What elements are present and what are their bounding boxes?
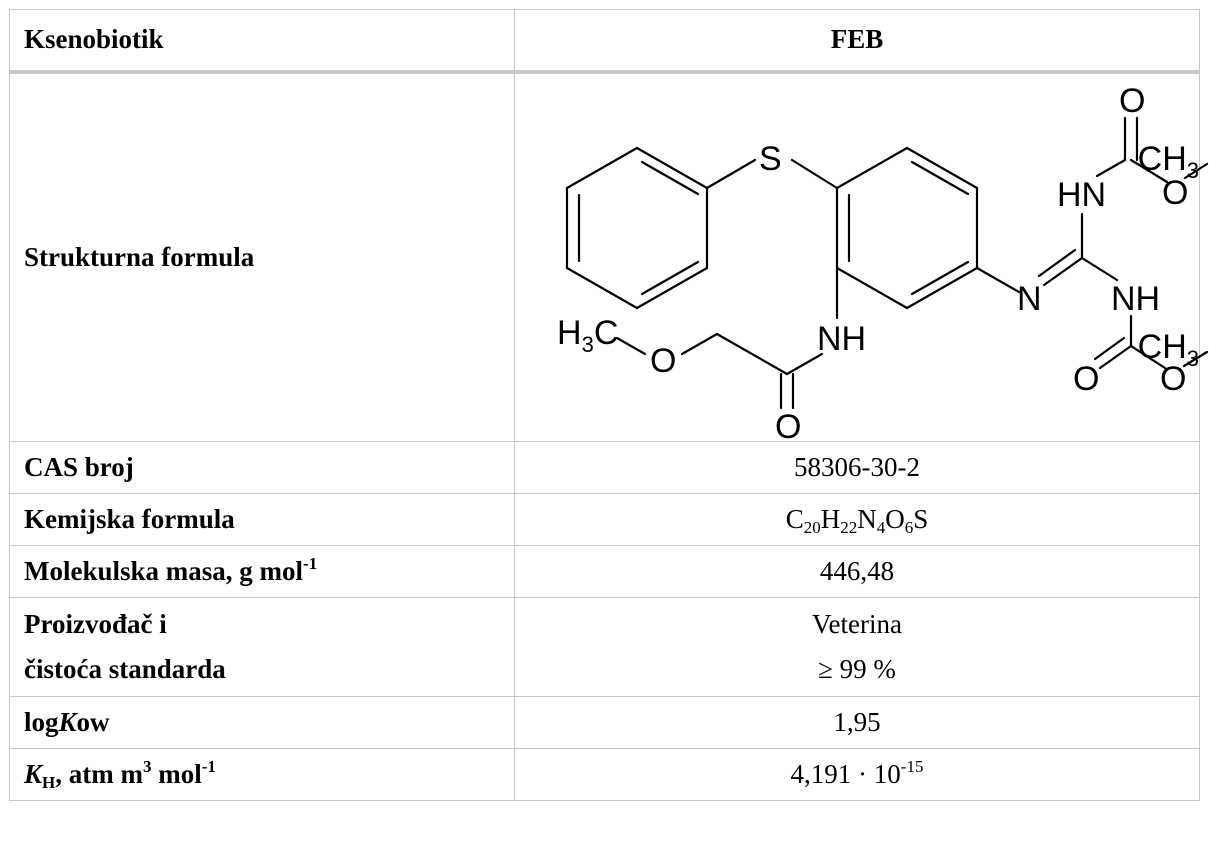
bond-hn-c	[1095, 158, 1127, 177]
atom-nh-right: NH	[1111, 280, 1160, 318]
cas-row: CAS broj 58306-30-2	[9, 441, 1200, 494]
central-ring	[835, 146, 979, 309]
atom-hn-top: HN	[1057, 176, 1106, 214]
atom-o-carbonyl-right: O	[1073, 360, 1099, 398]
atom-ch3-right: CH3	[1138, 328, 1199, 371]
atom-o-amide: O	[775, 408, 801, 446]
cas-label: CAS broj	[9, 441, 515, 494]
atom-o-methoxy: O	[650, 342, 676, 380]
logkow-value: 1,95	[514, 696, 1200, 749]
bond-s-ring	[790, 158, 839, 189]
bond-c-nh	[1080, 256, 1119, 281]
structure-row: Strukturna formula	[9, 71, 1209, 446]
logkow-row: logKow 1,95	[9, 696, 1200, 749]
atom-o-ester-top: O	[1162, 174, 1188, 212]
properties-table: Ksenobiotik FEB Strukturna formula	[9, 9, 1209, 801]
structure-cell: S HN O O CH3 N NH O O CH3 H3C O NH O	[514, 71, 1209, 446]
phenyl-ring	[565, 146, 709, 309]
henry-label: KH, atm m3 mol-1	[9, 748, 515, 801]
formula-label: Kemijska formula	[9, 493, 515, 546]
henry-row: KH, atm m3 mol-1 4,191 · 10-15	[9, 748, 1200, 801]
atom-n-imine: N	[1017, 280, 1042, 318]
atom-h3c: H3C	[557, 314, 618, 357]
molar-mass-label: Molekulska masa, g mol-1	[9, 545, 515, 598]
formula-value: C20H22N4O6S	[514, 493, 1200, 546]
bond-ring-n	[975, 266, 1021, 293]
bond-n-c	[1042, 256, 1084, 286]
header-value: FEB	[514, 9, 1200, 74]
atom-nh-amide: NH	[817, 320, 866, 358]
structure-label: Strukturna formula	[9, 71, 515, 442]
formula-row: Kemijska formula C20H22N4O6S	[9, 493, 1200, 546]
molar-mass-value: 446,48	[514, 545, 1200, 598]
atom-s: S	[759, 140, 782, 178]
atom-o-ester-right: O	[1160, 360, 1186, 398]
atom-ch3-top: CH3	[1138, 140, 1199, 183]
molar-mass-row: Molekulska masa, g mol-1 446,48	[9, 545, 1200, 598]
henry-value: 4,191 · 10-15	[514, 748, 1200, 801]
producer-label: Proizvođač i čistoća standarda	[9, 597, 515, 697]
header-label: Ksenobiotik	[9, 9, 515, 74]
logkow-label: logKow	[9, 696, 515, 749]
bond-phenyl-s	[705, 158, 757, 189]
atom-o-carbonyl-top: O	[1119, 82, 1145, 120]
producer-value: Veterina ≥ 99 %	[514, 597, 1200, 697]
table-header-row: Ksenobiotik FEB	[9, 9, 1200, 74]
cas-value: 58306-30-2	[514, 441, 1200, 494]
fenbendazole-structure-diagram: S HN O O CH3 N NH O O CH3 H3C O NH O	[557, 82, 1209, 446]
producer-row: Proizvođač i čistoća standarda Veterina …	[9, 597, 1200, 697]
